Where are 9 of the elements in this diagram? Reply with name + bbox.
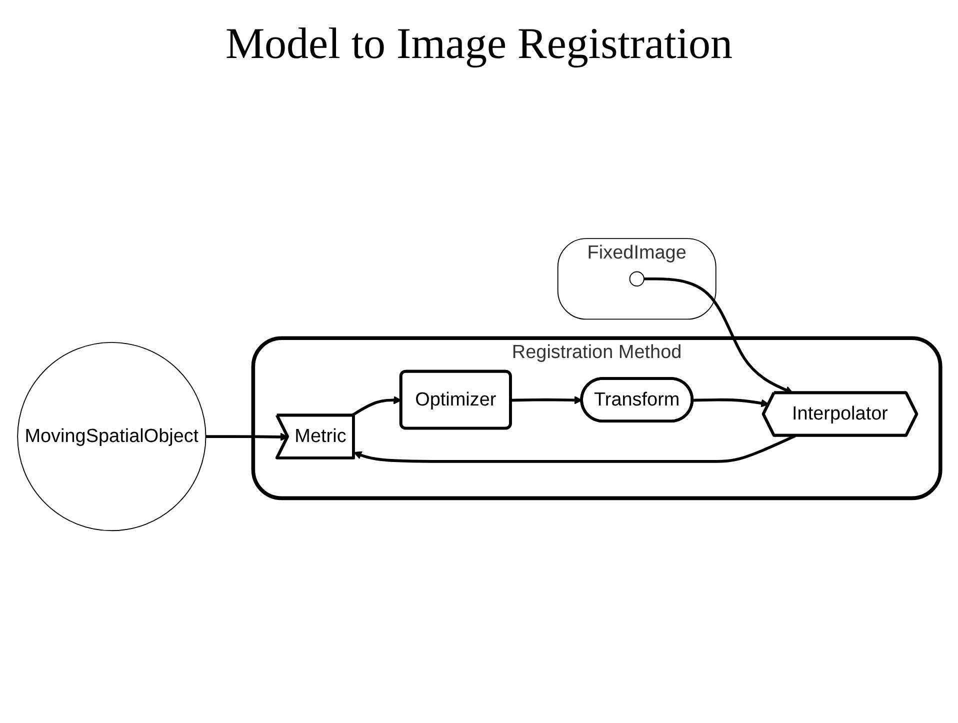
node-circle <box>629 272 644 287</box>
arrow <box>510 396 582 405</box>
arrow <box>644 278 794 394</box>
arrow <box>354 434 796 464</box>
title: Model to Image Registration <box>224 18 734 69</box>
cluster: FixedImage <box>557 238 716 320</box>
arrow <box>692 398 770 408</box>
node-circle: MovingSpatialObject <box>17 342 206 532</box>
arrow <box>206 433 288 442</box>
